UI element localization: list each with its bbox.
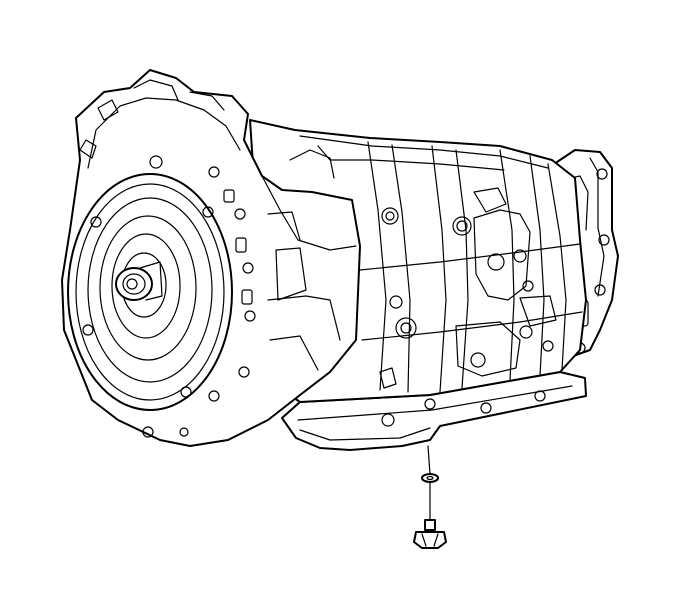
torque-converter: [67, 173, 233, 411]
drain-plug: [413, 481, 447, 549]
drain-plug-gasket: [421, 445, 439, 483]
